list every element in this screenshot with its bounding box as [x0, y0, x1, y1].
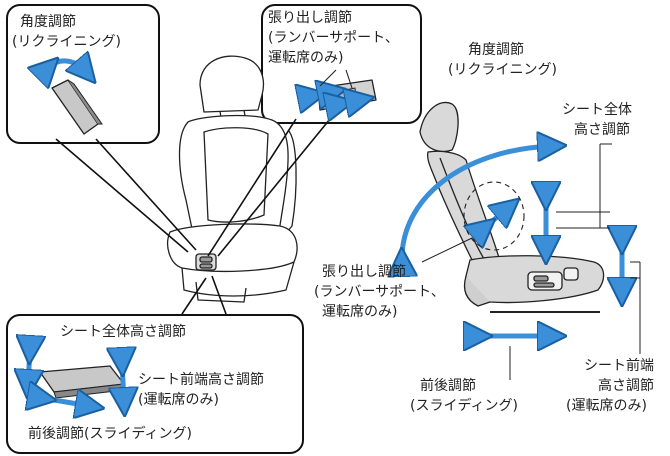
- lumbar-switch-icon: [312, 69, 376, 110]
- lumbar-callout-line3: 運転席のみ): [268, 50, 344, 66]
- right-recline-line1: 角度調節: [468, 42, 524, 58]
- bottom-front-height-line2: (運転席のみ): [138, 392, 219, 408]
- right-recline-line2: (リクライニング): [448, 62, 557, 78]
- right-front-line2: 高さ調節: [598, 378, 654, 394]
- recline-lever-icon: [48, 61, 103, 135]
- right-lumbar-line3: 運転席のみ): [322, 304, 398, 320]
- right-lumbar-line2: (ランバーサポート、: [314, 284, 445, 300]
- bottom-front-height-line1: シート前端高さ調節: [138, 372, 264, 388]
- side-view-arrows: [402, 146, 622, 336]
- right-leader-lines: [421, 143, 641, 380]
- right-slide-line1: 前後調節: [420, 378, 476, 394]
- recline-callout-line2: (リクライニング): [12, 34, 121, 50]
- seat-front-view: [167, 55, 298, 303]
- lumbar-callout-line1: 張り出し調節: [268, 10, 352, 26]
- right-height-line1: シート全体: [562, 102, 632, 118]
- bottom-height-label: シート全体高さ調節: [60, 324, 186, 340]
- right-height-line2: 高さ調節: [574, 122, 630, 138]
- power-seat-switch-icon: [28, 350, 124, 406]
- callout-leader-lines: [55, 118, 331, 315]
- bottom-slide-label: 前後調節(スライディング): [28, 426, 192, 442]
- right-lumbar-line1: 張り出し調節: [322, 264, 406, 280]
- right-front-line1: シート前端: [584, 358, 654, 374]
- recline-callout-line1: 角度調節: [20, 14, 76, 30]
- lumbar-highlight-circle: [463, 181, 525, 251]
- lumbar-callout-line2: (ランバーサポート、: [268, 30, 399, 46]
- right-slide-line2: (スライディング): [410, 398, 518, 414]
- right-front-line3: (運転席のみ): [566, 398, 647, 414]
